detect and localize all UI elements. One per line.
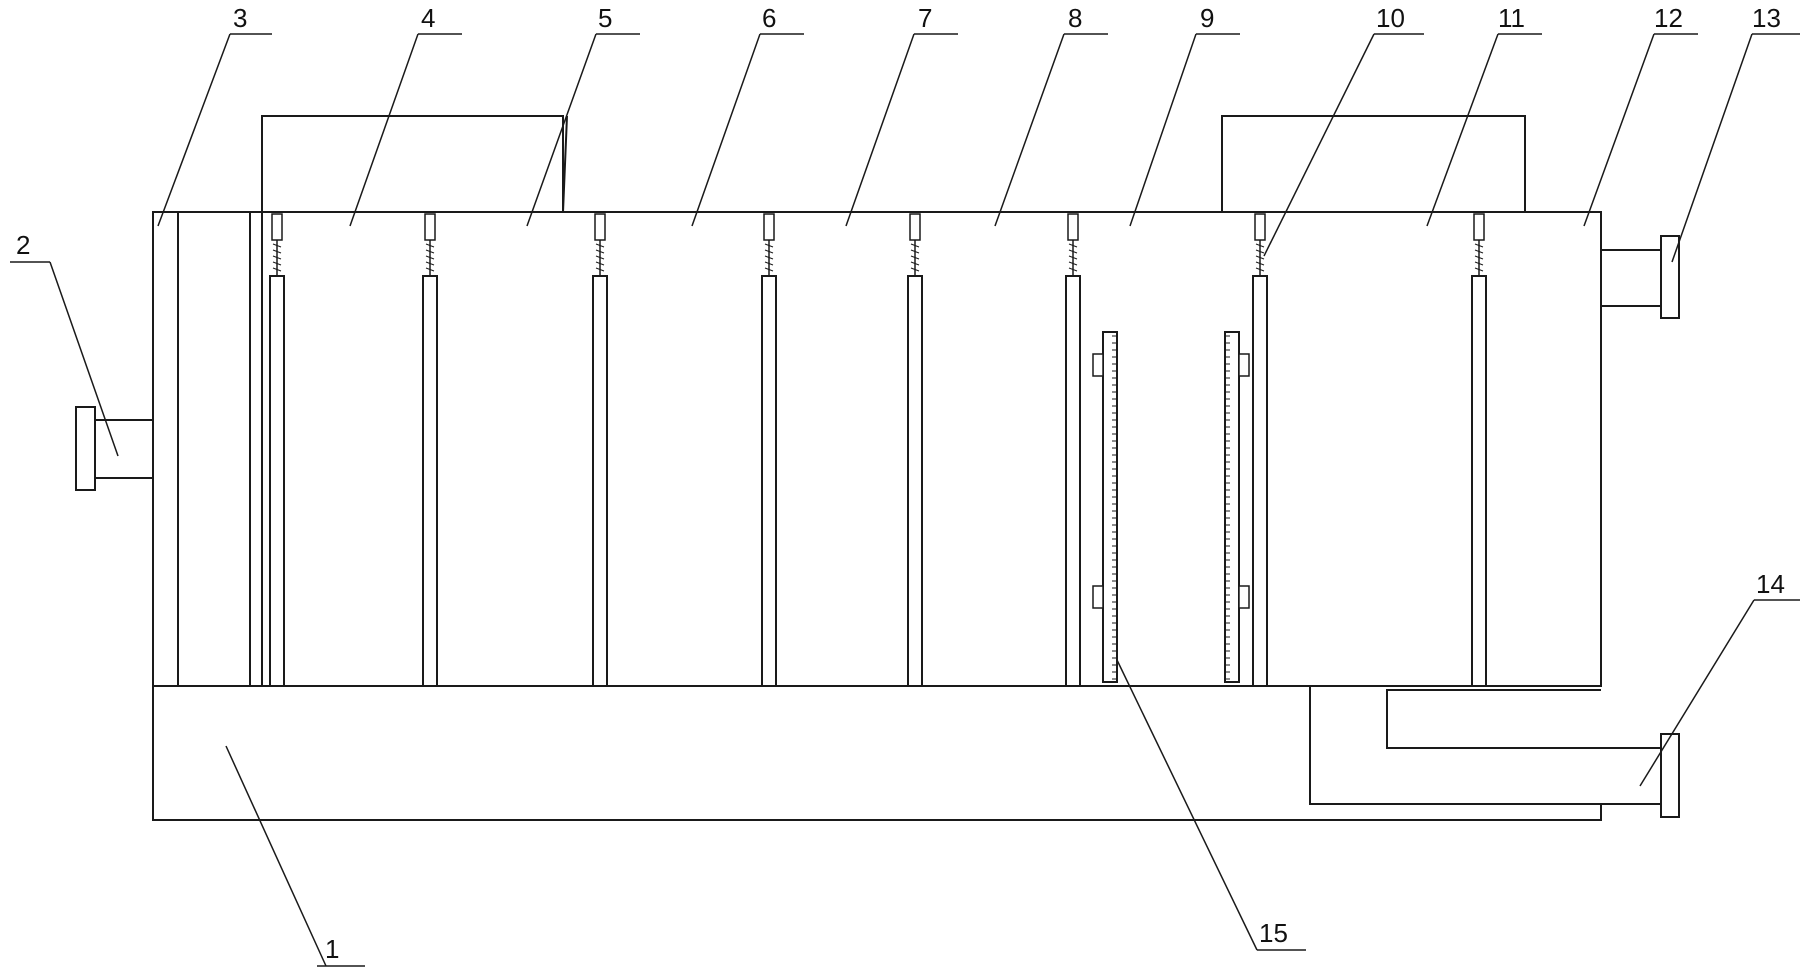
hanger-plate-3 <box>592 213 608 687</box>
callout-11: 11 <box>1498 3 1525 33</box>
gear-racks <box>1092 331 1250 683</box>
callout-4: 4 <box>421 3 435 33</box>
callout-2: 2 <box>16 230 30 260</box>
partition-plates <box>249 211 263 687</box>
callout-9: 9 <box>1200 3 1214 33</box>
outlet-pipe-lower <box>1601 733 1680 818</box>
hanger-plate-4 <box>761 213 777 687</box>
gear-rack-left <box>1092 331 1118 683</box>
top-cover-left <box>261 115 568 213</box>
callout-1: 1 <box>325 934 339 964</box>
callout-5: 5 <box>598 3 612 33</box>
callout-15: 15 <box>1259 918 1288 948</box>
callout-12: 12 <box>1654 3 1683 33</box>
bottom-baffle <box>1386 689 1661 749</box>
hanger-plate-7 <box>1252 213 1268 687</box>
inlet-pipe <box>75 406 153 491</box>
callout-6: 6 <box>762 3 776 33</box>
callout-10: 10 <box>1376 3 1405 33</box>
hanger-plate-2 <box>422 213 438 687</box>
outlet-pipe-upper <box>1601 235 1680 319</box>
callout-3: 3 <box>233 3 247 33</box>
callout-13: 13 <box>1752 3 1781 33</box>
callout-labels: 1 2 3 4 5 6 7 8 9 10 <box>10 3 1800 967</box>
tank-body <box>152 211 1602 687</box>
hanger-plates <box>269 213 1487 687</box>
top-cover-right <box>1221 115 1526 212</box>
callout-7: 7 <box>918 3 932 33</box>
partition-plate-first <box>249 211 263 687</box>
callout-14: 14 <box>1756 569 1785 599</box>
base-block <box>152 685 1602 821</box>
hanger-plate-5 <box>907 213 923 687</box>
hanger-plate-6 <box>1065 213 1081 687</box>
hanger-plate-1 <box>269 213 285 687</box>
hanger-plate-8 <box>1471 213 1487 687</box>
callout-8: 8 <box>1068 3 1082 33</box>
gear-rack-right <box>1224 331 1250 683</box>
